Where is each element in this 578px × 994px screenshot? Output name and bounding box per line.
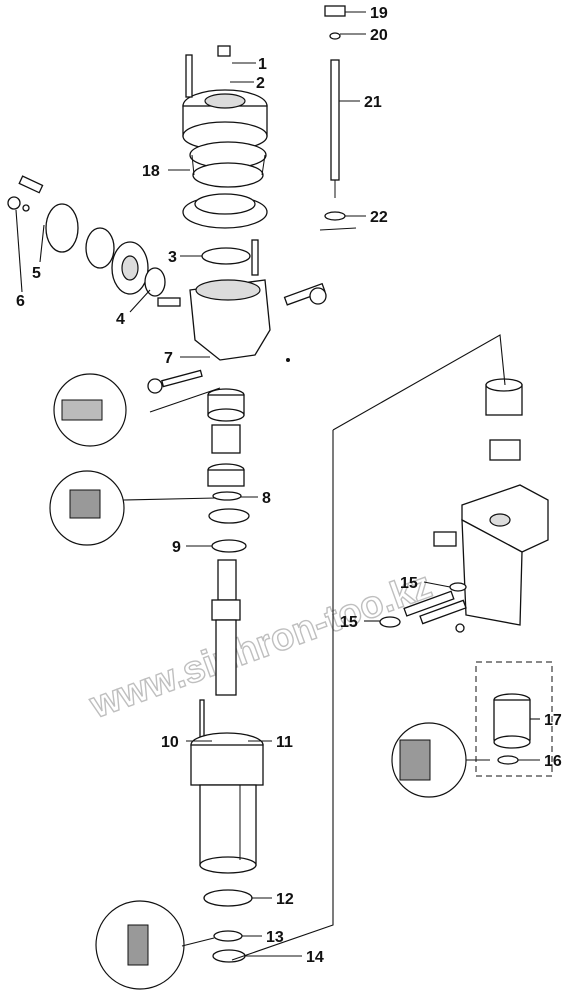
callout-7: 7	[164, 350, 173, 367]
plug-7	[147, 369, 203, 394]
callout-13: 13	[266, 929, 284, 946]
callout-2: 2	[256, 75, 265, 92]
ring-14	[212, 949, 246, 963]
callout-21: 21	[364, 94, 382, 111]
callout-20: 20	[370, 27, 388, 44]
callout-22: 22	[370, 209, 388, 226]
callout-3: 3	[168, 249, 177, 266]
callout-4: 4	[116, 311, 125, 328]
callout-10: 10	[161, 734, 179, 751]
detail-circle-1	[53, 373, 127, 447]
seal-stack	[207, 388, 250, 553]
callout-19: 19	[370, 5, 388, 22]
callout-15-upper: 15	[400, 575, 418, 592]
callout-5: 5	[32, 265, 41, 282]
callout-12: 12	[276, 891, 294, 908]
leader-lines	[15, 11, 540, 957]
valve-cartridge-17	[493, 693, 531, 765]
detail-circle-2	[49, 470, 125, 546]
lower-housing	[190, 699, 264, 874]
detail-box-17	[475, 661, 553, 777]
callout-17: 17	[544, 712, 562, 729]
callout-18: 18	[142, 163, 160, 180]
o-ring-3	[201, 247, 251, 265]
detail-circle-4	[95, 900, 185, 990]
o-ring-12	[203, 889, 253, 907]
adjusting-rod-assembly	[319, 5, 357, 231]
callout-14: 14	[306, 949, 324, 966]
piston-rod	[211, 559, 241, 696]
valve-body	[189, 239, 327, 362]
piston-cylinder-assembly	[182, 45, 268, 229]
callout-15-lower: 15	[340, 614, 358, 631]
callout-1: 1	[258, 56, 267, 73]
right-valve-unit	[379, 378, 549, 633]
callout-6: 6	[16, 293, 25, 310]
left-flange-assembly	[7, 175, 181, 307]
detail-circle-3	[391, 722, 467, 798]
watermark: www.sinhron-too.kz	[84, 564, 437, 727]
reference-lines	[122, 334, 506, 961]
callout-8: 8	[262, 490, 271, 507]
callout-11: 11	[276, 734, 293, 751]
callout-16: 16	[544, 753, 562, 770]
ring-13	[213, 930, 243, 942]
callout-labels: 1 2 3 4 5 6 7 8 9 10 11 12 13 14 15 15 1…	[16, 5, 562, 966]
callout-9: 9	[172, 539, 181, 556]
